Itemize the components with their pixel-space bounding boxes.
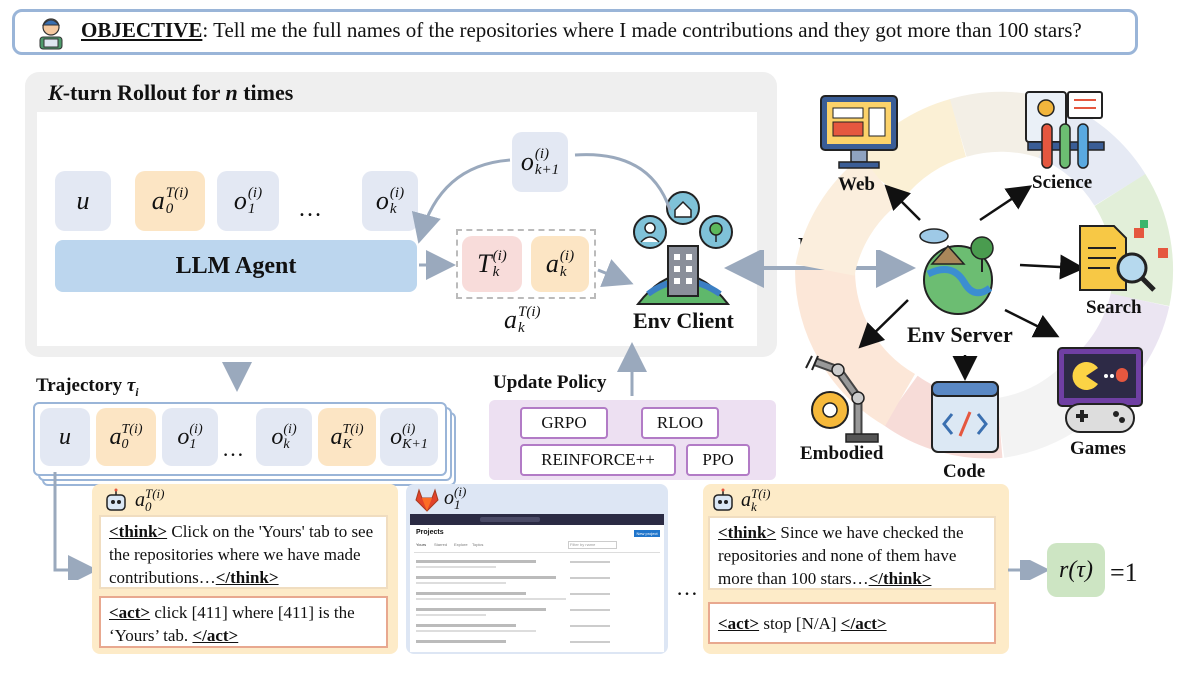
code-label: Code [943, 461, 986, 482]
games-icon [1057, 347, 1143, 433]
mini-tab-explore: Explore [454, 542, 468, 547]
robot-icon-k [713, 488, 733, 511]
token-ellipsis: … [298, 196, 322, 222]
traj-ok: o(i)k [256, 408, 312, 466]
token-ok: o(i)k [362, 171, 418, 231]
reward-value: =1 [1110, 558, 1138, 587]
reward-box: r(τ) [1047, 543, 1105, 597]
mini-title: Projects [416, 529, 444, 536]
traj-u: u [40, 408, 90, 466]
stepk-act: <act> stop [N/A] </act> [708, 602, 996, 644]
update-policy-label: Update Policy [493, 372, 607, 393]
objective-bar: OBJECTIVE: Tell me the full names of the… [12, 9, 1138, 55]
token-ak: a(i)k [531, 236, 589, 292]
rollout-arrows [222, 153, 672, 396]
reward-arrow [1008, 560, 1050, 580]
traj-ellipsis: … [222, 436, 244, 461]
step0-act: <act> click [411] where [411] is the ‘Yo… [99, 596, 388, 648]
env-server-icon [919, 228, 994, 315]
screenshot-obs-label: o(i)1 [444, 484, 467, 512]
search-label: Search [1086, 297, 1142, 318]
mini-tab-yours: Yours [416, 542, 427, 547]
web-icon [820, 95, 898, 169]
rollout-title: K-turn Rollout for n times [48, 80, 294, 105]
mini-filter: Filter by name [568, 541, 617, 549]
code-icon [931, 381, 999, 453]
mini-tab-starred: Starred [434, 542, 448, 547]
games-label: Games [1070, 438, 1126, 459]
gitlab-icon [415, 488, 439, 512]
science-icon [1025, 91, 1105, 169]
llm-agent: LLM Agent [55, 240, 417, 292]
action-group [456, 229, 596, 299]
steps-ellipsis: … [676, 575, 698, 600]
env-client-icon [633, 191, 733, 305]
science-label: Science [1032, 172, 1093, 193]
traj-o1: o(i)1 [162, 408, 218, 466]
embodied-icon [805, 355, 879, 443]
trajectory-label: Trajectory τi [36, 375, 139, 399]
mini-tab-topics: Topics [472, 542, 484, 547]
stepk-think: <think> Since we have checked the reposi… [708, 516, 996, 590]
step0-think: <think> Click on the 'Yours' tab to see … [99, 515, 388, 589]
token-ok-plus-1: o(i)k+1 [512, 132, 568, 192]
token-o1: o(i)1 [217, 171, 279, 231]
step-connector [53, 472, 98, 580]
web-label: Web [838, 174, 875, 195]
token-u: u [55, 171, 111, 231]
env-client-label: Env Client [633, 308, 734, 333]
policy-grpo: GRPO [520, 407, 608, 439]
embodied-label: Embodied [800, 443, 884, 464]
policy-reinforce: REINFORCE++ [520, 444, 676, 476]
objective-label: OBJECTIVE [81, 18, 203, 42]
robot-icon [106, 488, 126, 511]
objective-text: : Tell me the full names of the reposito… [202, 18, 1082, 42]
policy-rloo: RLOO [641, 407, 719, 439]
search-icon [1079, 220, 1168, 292]
policy-ppo: PPO [686, 444, 750, 476]
token-Tk: T(i)k [462, 236, 522, 292]
mini-new-button: New project [634, 530, 660, 537]
env-server-label: Env Server [907, 322, 1013, 347]
mini-screenshot: Projects Yours Starred Explore Topics Fi… [410, 514, 664, 652]
user-icon [39, 18, 63, 50]
traj-oK1: o(i)K+1 [380, 408, 438, 466]
